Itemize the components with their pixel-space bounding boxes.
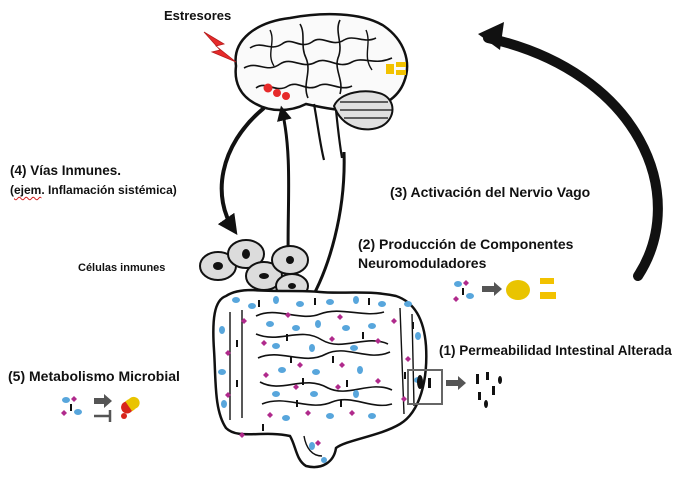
inhibition-icon	[94, 410, 112, 422]
amygdala-activation-icon	[263, 83, 290, 100]
gut-to-brain-arrowhead	[478, 22, 504, 50]
gut-to-brain-arc	[483, 33, 663, 281]
brain-icon	[234, 12, 409, 161]
neuromodulators-line2: Neuromoduladores	[358, 255, 487, 271]
microbial-metabolism-label: (5) Metabolismo Microbial	[8, 368, 180, 384]
brain-neuromodulator-icon	[386, 62, 406, 75]
vagus-activation-label: (3) Activación del Nervio Vago	[390, 184, 591, 200]
paren-open: (	[10, 183, 14, 197]
inflammation-text: . Inflamación sistémica)	[41, 183, 177, 197]
permeability-lesion	[417, 375, 431, 389]
gut-bacteria-magenta	[225, 312, 411, 446]
gut-bacteria-dark	[236, 298, 414, 431]
neuromodulator-circle-icon	[506, 280, 530, 300]
immune-cells-label: Células inmunes	[78, 262, 166, 274]
stressors-label: Estresores	[164, 8, 232, 23]
neuromodulators-label: (2) Producción de Componentes Neuromodul…	[358, 235, 573, 273]
intestinal-permeability-label: (1) Permeabilidad Intestinal Alterada	[439, 343, 672, 358]
metabolism-arrow	[94, 394, 112, 408]
microbial-bacteria-icon	[61, 396, 82, 416]
bacteria-cluster-icon	[453, 280, 474, 302]
neuromodulator-arrow	[482, 282, 502, 296]
neuromodulator-bars-icon	[540, 278, 556, 299]
ejem-word: ejem	[14, 183, 42, 197]
permeability-arrow	[446, 376, 466, 390]
brain-to-immune-arrow	[217, 106, 266, 235]
immune-pathways-title: (4) Vías Inmunes.	[10, 163, 122, 178]
lightning-bolt-icon	[203, 31, 237, 63]
intestine-icon	[212, 288, 428, 469]
immune-pathways-subtitle: (ejem. Inflamación sistémica)	[10, 183, 177, 197]
vagus-nerve-line	[303, 151, 346, 312]
leaked-bacteria-icon	[476, 372, 502, 408]
immune-pathways-label: (4) Vías Inmunes. (ejem. Inflamación sis…	[10, 163, 177, 197]
capsule-icon	[121, 396, 140, 419]
gut-bacteria-blue	[218, 296, 422, 463]
permeability-box	[407, 369, 443, 405]
neuromodulators-line1: (2) Producción de Componentes	[358, 236, 574, 252]
